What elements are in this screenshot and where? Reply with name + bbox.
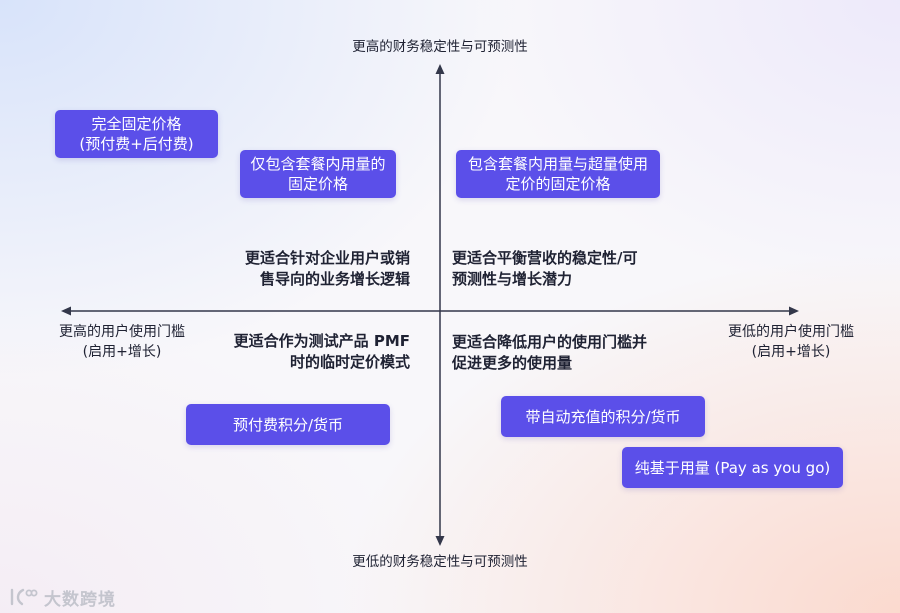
pricing-model-auto-recharge-credits: 带自动充值的积分/货币 <box>501 396 705 437</box>
watermark: 大数跨境 <box>8 586 116 610</box>
pricing-model-fixed-with-overage: 包含套餐内用量与超量使用 定价的固定价格 <box>456 150 660 198</box>
axis-bottom-label: 更低的财务稳定性与可预测性 <box>352 554 528 570</box>
axis-right-label-line: 更低的用户使用门槛 <box>728 324 854 340</box>
note-line: 更适合平衡营收的稳定性/可 <box>452 249 638 267</box>
axis-left-label-line: 更高的用户使用门槛 <box>59 324 185 340</box>
pricing-model-pay-as-you-go: 纯基于用量 (Pay as you go) <box>622 447 843 488</box>
axis-top-label: 更高的财务稳定性与可预测性 <box>352 39 528 55</box>
pricing-model-line: 纯基于用量 (Pay as you go) <box>634 458 831 477</box>
pricing-model-line: 带自动充值的积分/货币 <box>525 407 681 426</box>
note-line: 更适合降低用户的使用门槛并 <box>452 333 648 351</box>
pricing-model-line: 完全固定价格 <box>91 115 182 133</box>
quadrant-note-top-left: 更适合针对企业用户或销 售导向的业务增长逻辑 <box>220 248 410 290</box>
pricing-model-line: 预付费积分/货币 <box>232 415 344 434</box>
pricing-model-line: 包含套餐内用量与超量使用 <box>467 155 648 173</box>
note-line: 售导向的业务增长逻辑 <box>259 270 410 288</box>
pricing-model-line: 固定价格 <box>287 175 348 193</box>
quadrant-note-top-right: 更适合平衡营收的稳定性/可 预测性与增长潜力 <box>452 248 637 290</box>
pricing-model-full-fixed: 完全固定价格 (预付费+后付费) <box>55 110 218 158</box>
vertical-axis-arrow-bottom <box>435 536 445 546</box>
vertical-axis-arrow-top <box>435 64 445 74</box>
note-line: 更适合作为测试产品 PMF <box>233 332 410 350</box>
note-line: 预测性与增长潜力 <box>452 270 573 288</box>
axis-right-label: 更低的用户使用门槛 (启用+增长) <box>711 322 871 362</box>
horizontal-axis-arrow-left <box>61 306 71 316</box>
horizontal-axis-arrow-right <box>789 306 799 316</box>
axis-left-label-line: (启用+增长) <box>82 344 162 360</box>
pricing-model-line: (预付费+后付费) <box>79 135 194 153</box>
watermark-text: 大数跨境 <box>44 589 116 610</box>
axis-left-label: 更高的用户使用门槛 (启用+增长) <box>42 322 202 362</box>
pricing-model-line: 仅包含套餐内用量的 <box>250 155 386 173</box>
pricing-model-fixed-included-usage: 仅包含套餐内用量的 固定价格 <box>240 150 396 198</box>
pricing-model-prepaid-credits: 预付费积分/货币 <box>186 404 390 445</box>
axis-right-label-line: (启用+增长) <box>751 344 831 360</box>
note-line: 时的临时定价模式 <box>289 353 410 371</box>
quadrant-note-bottom-left: 更适合作为测试产品 PMF 时的临时定价模式 <box>220 331 410 373</box>
note-line: 促进更多的使用量 <box>452 354 573 372</box>
watermark-logo-icon <box>10 588 38 606</box>
note-line: 更适合针对企业用户或销 <box>244 249 410 267</box>
pricing-model-line: 定价的固定价格 <box>505 175 611 193</box>
quadrant-note-bottom-right: 更适合降低用户的使用门槛并 促进更多的使用量 <box>452 332 647 374</box>
